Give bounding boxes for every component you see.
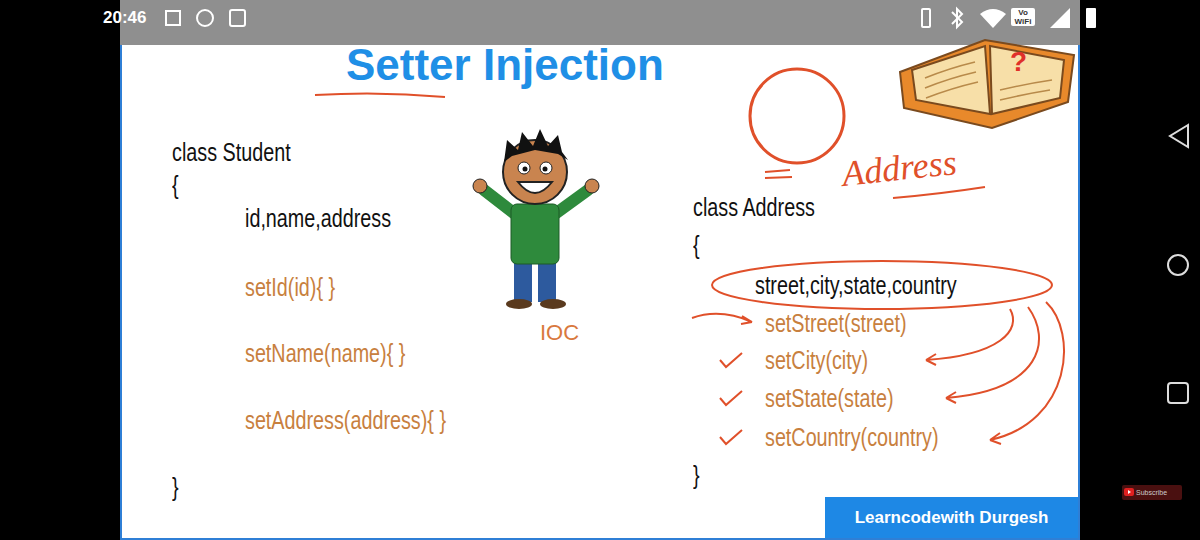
hand-circle: [750, 69, 844, 163]
setter-method: setStreet(street): [765, 310, 907, 336]
boy-illustration: [473, 129, 599, 309]
check-mark: [720, 430, 742, 444]
boy-shoe: [506, 299, 532, 309]
check-mark: [720, 353, 742, 367]
scribble-arrow: [926, 309, 1013, 365]
book-cover: [900, 40, 1074, 128]
boy-hand: [585, 179, 599, 193]
play-icon: [1122, 485, 1136, 500]
handwritten-label: Address: [840, 144, 958, 192]
boy-pupil: [523, 167, 528, 172]
brand-banner: Learncodewith Durgesh: [825, 497, 1078, 538]
equals-mark: [765, 170, 792, 178]
setter-method: setName(name){ }: [245, 340, 405, 366]
wifi-icon: [980, 9, 1006, 28]
setter-method: setCountry(country): [765, 424, 939, 450]
status-bar: [120, 0, 1080, 45]
page-lines: [1000, 80, 1052, 100]
boy-leg: [514, 262, 532, 302]
check-mark: [720, 391, 742, 405]
signal-icon: [1050, 8, 1070, 28]
setter-method: setCity(city): [765, 347, 868, 373]
boy-arm: [555, 190, 588, 214]
field-list: id,name,address: [245, 205, 391, 231]
brace: }: [693, 462, 700, 488]
scribble-ring: [712, 261, 1052, 309]
scribble-arrow: [990, 302, 1064, 444]
title-underline: [315, 93, 445, 97]
field-list: street,city,state,country: [755, 272, 957, 298]
page-lines: [925, 62, 978, 98]
bluetooth-icon: [952, 9, 962, 27]
play-triangle: [1128, 490, 1131, 494]
boy-shirt: [511, 204, 559, 264]
boy-smile: [518, 182, 552, 193]
subscribe-text: Subscribe: [1136, 489, 1167, 496]
brand-text: Learncodewith Durgesh: [855, 508, 1049, 528]
class-header: class Student: [172, 139, 291, 165]
boy-hair: [504, 129, 568, 162]
boy-hand: [473, 179, 487, 193]
book-page: [990, 46, 1064, 114]
slide-ground: [120, 0, 1080, 540]
subscribe-button: Subscribe: [1122, 485, 1182, 500]
status-time: 20:46: [103, 9, 146, 26]
book-page: [912, 46, 990, 114]
play-badge: [1124, 488, 1134, 496]
boy-shoe: [540, 299, 566, 309]
scribble-arrow: [946, 307, 1039, 403]
nav-home: [1168, 255, 1188, 275]
whatsapp-icon: [197, 10, 213, 26]
wifi-badge: Vo WiFi: [1011, 8, 1035, 26]
message-icon: [166, 11, 180, 25]
question-mark: ?: [1010, 48, 1027, 76]
slide-title: Setter Injection: [346, 43, 664, 87]
boy-leg: [538, 262, 556, 302]
class-header: class Address: [693, 194, 815, 220]
vibrate-icon: [922, 9, 930, 27]
book-illustration: [900, 40, 1074, 128]
label-underline: [893, 187, 985, 198]
red-scribbles: [692, 170, 1064, 444]
boy-eye: [540, 162, 552, 174]
slide-border: [121, 1, 1079, 539]
brace: {: [172, 172, 179, 198]
brace: }: [172, 474, 179, 500]
battery-icon: [1086, 8, 1096, 28]
scribble-arrow: [692, 314, 752, 324]
nav-recent: [1168, 383, 1188, 403]
boy-pupil: [543, 167, 548, 172]
brace: {: [693, 232, 700, 258]
app-icon: [230, 10, 245, 26]
circle-node: Address: [746, 64, 986, 204]
setter-method: setState(state): [765, 385, 893, 411]
boy-eye: [518, 162, 530, 174]
setter-method: setId(id){ }: [245, 274, 335, 300]
nav-back: [1170, 125, 1188, 147]
setter-method: setAddress(address){ }: [245, 407, 446, 433]
handwritten-note: IOC: [540, 322, 579, 344]
